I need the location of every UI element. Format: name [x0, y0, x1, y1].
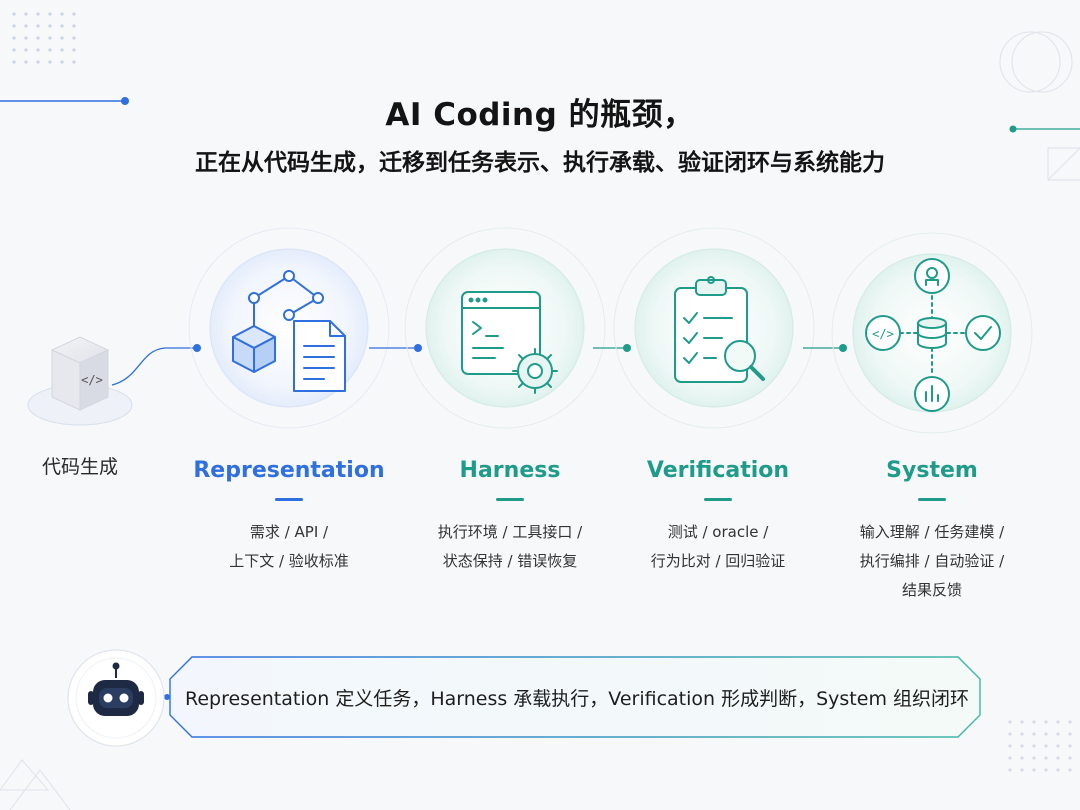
- stage-title-verification: Verification: [646, 458, 790, 483]
- svg-text:</>: </>: [872, 327, 894, 341]
- stage-title-representation: Representation: [193, 458, 385, 483]
- stage-title-harness: Harness: [459, 458, 561, 483]
- stage-desc-verification: 测试 / oracle / 行为比对 / 回归验证: [608, 518, 828, 576]
- stage-title-system: System: [886, 458, 978, 483]
- stage-desc-line: 输入理解 / 任务建模 /: [859, 523, 1005, 541]
- robot-icon: [67, 649, 165, 747]
- svg-text:</>: </>: [81, 373, 103, 387]
- stage-desc-harness: 执行环境 / 工具接口 / 状态保持 / 错误恢复: [400, 518, 620, 576]
- page-title: AI Coding 的瓶颈，: [385, 96, 695, 133]
- nodes-document-icon: [232, 270, 346, 392]
- start-node-label: 代码生成: [41, 456, 118, 478]
- system-hub-icon: </>: [865, 258, 1001, 412]
- stage-underline-harness: [496, 498, 524, 501]
- stage-desc-system: 输入理解 / 任务建模 / 执行编排 / 自动验证 / 结果反馈: [822, 518, 1042, 605]
- stage-underline-system: [918, 498, 946, 501]
- terminal-gear-icon: [461, 291, 558, 394]
- stage-circle-representation: [188, 227, 390, 429]
- stage-underline-representation: [275, 498, 303, 501]
- pipeline-diagram: </>: [27, 227, 1033, 434]
- stage-desc-line: 执行编排 / 自动验证 /: [859, 552, 1005, 570]
- connector-start: [111, 347, 197, 386]
- stage-desc-line: 状态保持 / 错误恢复: [442, 552, 578, 570]
- stage-desc-line: 行为比对 / 回归验证: [650, 552, 786, 570]
- stage-desc-line: 结果反馈: [901, 581, 962, 599]
- page-subtitle: 正在从代码生成，迁移到任务表示、执行承载、验证闭环与系统能力: [195, 150, 885, 177]
- stage-desc-line: 需求 / API /: [249, 523, 329, 541]
- stage-underline-verification: [704, 498, 732, 501]
- clipboard-check-icon: [674, 276, 765, 383]
- summary-text: Representation 定义任务，Harness 承载执行，Verific…: [184, 687, 969, 710]
- stage-desc-representation: 需求 / API / 上下文 / 验收标准: [179, 518, 399, 576]
- stage-desc-line: 执行环境 / 工具接口 /: [437, 523, 583, 541]
- stage-circle-system: [831, 232, 1033, 434]
- code-cube-icon: </>: [27, 336, 133, 426]
- stage-desc-line: 测试 / oracle /: [667, 523, 769, 541]
- stage-desc-line: 上下文 / 验收标准: [229, 552, 349, 570]
